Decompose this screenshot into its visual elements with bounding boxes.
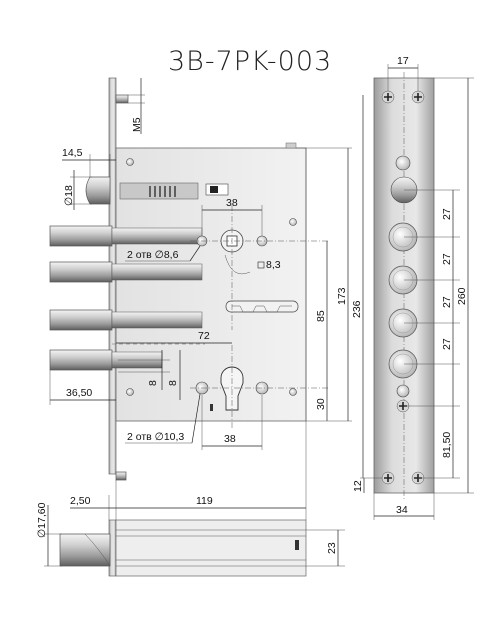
dim-27a: 27 <box>441 208 453 220</box>
dim-260: 260 <box>456 287 468 305</box>
faceplate-view <box>373 72 435 500</box>
dim-17: 17 <box>397 55 409 67</box>
dim-23: 23 <box>326 542 338 554</box>
dim-236: 236 <box>351 300 363 318</box>
dim-27b: 27 <box>441 253 453 265</box>
dim-36-50: 36,50 <box>66 387 92 399</box>
dim-12: 12 <box>352 480 364 492</box>
dim-m5: M5 <box>131 117 143 132</box>
m5-screw <box>115 94 129 104</box>
svg-text:∅18: ∅18 <box>63 185 75 206</box>
dim-27c: 27 <box>441 296 453 308</box>
dim-dia-17-60: 17,60 <box>36 502 48 528</box>
dim-dia-18: 18 <box>63 185 75 197</box>
faceplate-dimensions: 17 27 27 27 27 81,50 260 12 34 <box>352 55 474 520</box>
latch-bolt <box>85 176 111 205</box>
dim-holes-top: 2 отв ∅8,6 <box>127 249 179 261</box>
dim-34: 34 <box>396 504 408 516</box>
cylinder-keyhole <box>220 366 244 411</box>
dim-holes-bottom: 2 отв ∅10,3 <box>127 431 184 443</box>
dim-27d: 27 <box>441 338 453 350</box>
front-dimensions: M5 14,5 ∅18 38 2 отв ∅8,6 8,3 72 8 8 <box>49 78 364 478</box>
dim-14-5: 14,5 <box>62 147 83 159</box>
dim-81-50: 81,50 <box>441 432 453 458</box>
dim-38-bottom: 38 <box>224 433 236 445</box>
dim-8a: 8 <box>147 380 159 386</box>
svg-text:∅17,60: ∅17,60 <box>36 502 48 538</box>
dim-8b: 8 <box>167 380 179 386</box>
drawing-title: 3B-7PK-003 <box>168 46 333 77</box>
dim-sq-8-3: 8,3 <box>266 259 281 271</box>
dim-72: 72 <box>198 330 210 342</box>
dim-38-top: 38 <box>226 197 238 209</box>
dim-85: 85 <box>315 310 327 322</box>
dim-119: 119 <box>196 495 213 507</box>
dim-173: 173 <box>336 287 348 305</box>
latch-bolt-bottom <box>59 533 111 567</box>
bottom-view: 119 2,50 ∅17,60 23 <box>36 421 345 577</box>
dim-30: 30 <box>315 398 327 410</box>
front-view <box>49 77 330 475</box>
dim-2-50: 2,50 <box>70 495 91 507</box>
